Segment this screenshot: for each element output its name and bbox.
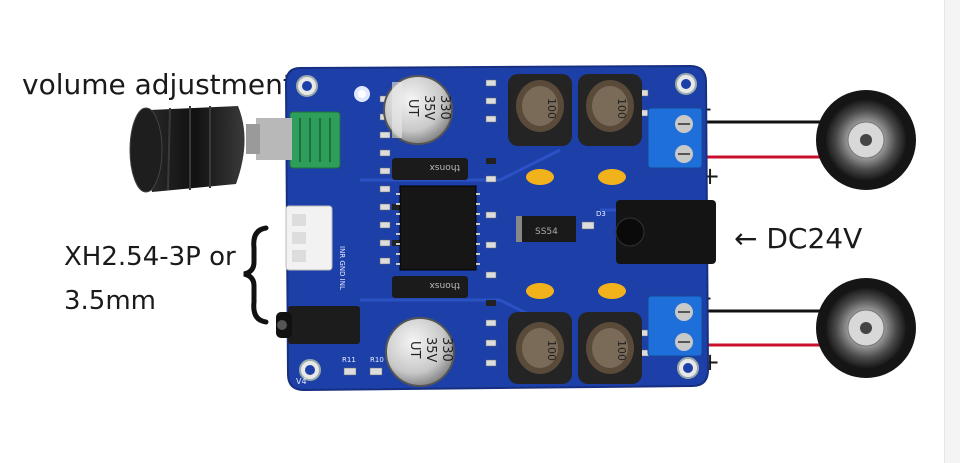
svg-text:thonsx: thonsx: [429, 162, 460, 172]
speaker-top: [816, 90, 916, 190]
screw-terminals: [647, 107, 703, 357]
svg-text:100: 100: [615, 98, 628, 119]
power-input-label: ← DC24V: [734, 222, 863, 255]
svg-text:100: 100: [615, 340, 628, 361]
speaker-wires: [702, 120, 822, 347]
inductors: 100 100 100 100: [508, 74, 642, 384]
svg-text:UT: UT: [405, 99, 420, 117]
volume-potentiometer: [129, 106, 341, 193]
svg-text:330: 330: [439, 337, 454, 362]
svg-text:100: 100: [545, 98, 558, 119]
xh-connector: [285, 205, 333, 271]
svg-text:UT: UT: [407, 341, 422, 359]
connector-label-line2: 3.5mm: [64, 286, 157, 316]
svg-text:R10: R10: [370, 356, 384, 364]
svg-text:D3: D3: [596, 210, 606, 218]
svg-text:SS54: SS54: [535, 227, 558, 237]
connector-label-line1: XH2.54-3P or: [64, 242, 236, 272]
speaker-bottom: [816, 278, 916, 378]
capacitors: 330 35V UT 330 35V UT: [383, 75, 455, 387]
right-edge-strip: [944, 0, 960, 463]
svg-text:330: 330: [437, 95, 452, 120]
curly-brace: [243, 225, 269, 325]
svg-text:V4: V4: [296, 377, 307, 386]
svg-text:thonsx: thonsx: [429, 280, 460, 290]
svg-text:35V: 35V: [423, 337, 438, 363]
pcb-board: INR GND INL R11 R10 D3 V4 th: [284, 64, 710, 392]
dc-power-jack: [615, 200, 716, 264]
top-minus-label: -: [703, 94, 712, 122]
svg-text:35V: 35V: [421, 95, 436, 121]
volume-adjustment-label: volume adjustment: [22, 68, 294, 101]
svg-text:INR GND INL: INR GND INL: [338, 246, 346, 290]
svg-text:100: 100: [545, 340, 558, 361]
svg-text:R11: R11: [342, 356, 356, 364]
audio-jack: [276, 306, 360, 344]
